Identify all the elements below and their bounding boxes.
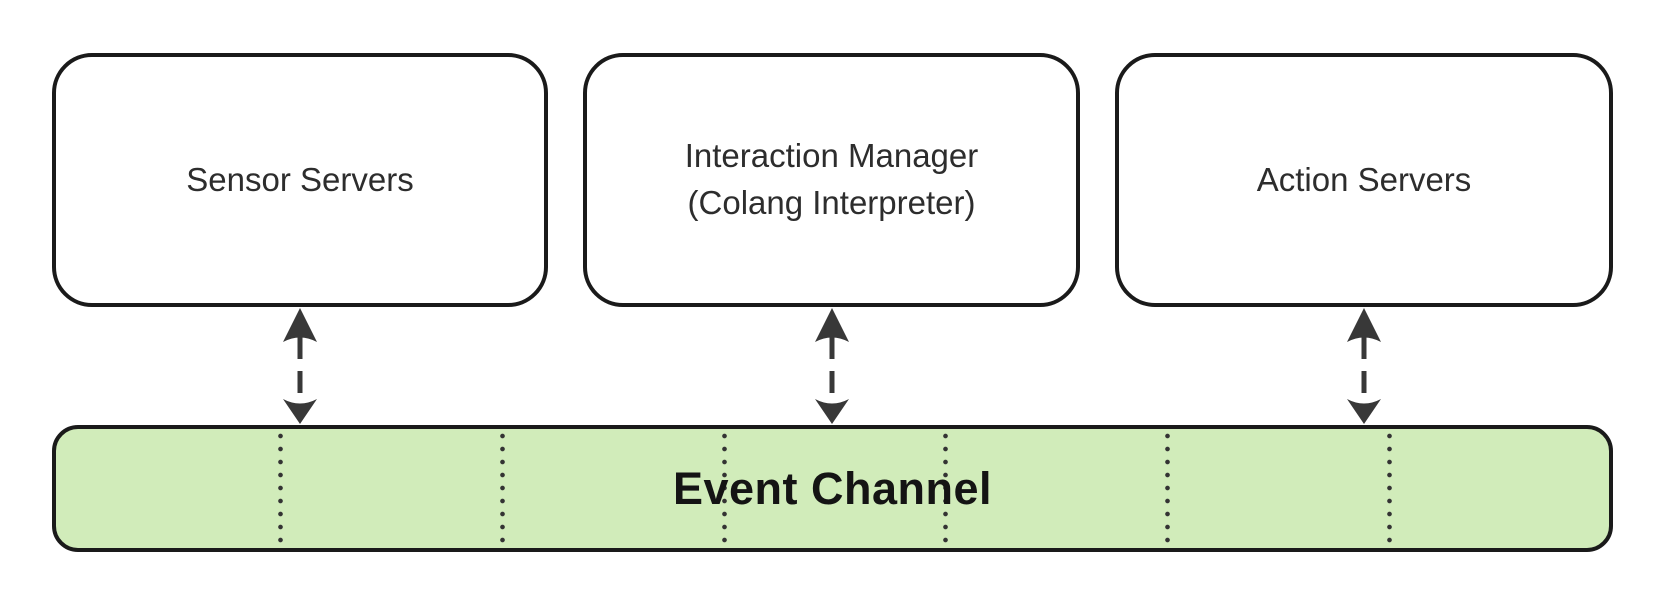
channel-dotted-divider [277,431,283,546]
node-label: Action Servers [1256,160,1472,198]
double-arrow-glyph [283,308,317,424]
node-label-line-1: Interaction Manager [684,137,979,175]
bidirectional-arrow-icon [1342,307,1386,425]
node-action-servers: Action Servers [1115,53,1613,307]
node-label-line-2: (Colang Interpreter) [687,184,976,221]
channel-dotted-divider [1165,431,1171,546]
channel-dotted-divider [499,431,505,546]
node-interaction-manager: Interaction Manager (Colang Interpreter) [583,53,1080,307]
channel-dotted-divider [943,431,949,546]
node-label: Sensor Servers [186,160,414,198]
double-arrow-glyph [815,308,849,424]
channel-dotted-divider [1387,431,1393,546]
event-channel-label: Event Channel [672,462,993,514]
bidirectional-arrow-icon [278,307,322,425]
double-arrow-glyph [1347,308,1381,424]
bidirectional-arrow-icon [810,307,854,425]
node-sensor-servers: Sensor Servers [52,53,548,307]
channel-dotted-divider [721,431,727,546]
event-channel-bar: Event Channel [52,425,1613,552]
